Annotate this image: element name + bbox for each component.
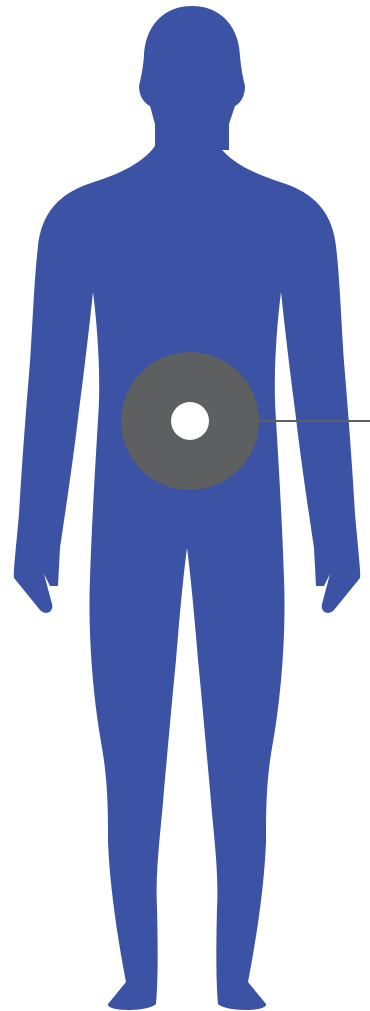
marker-center-dot [171, 402, 209, 440]
body-silhouette [14, 6, 360, 1010]
torso-legs-shape [14, 146, 360, 1010]
head-shape [139, 6, 245, 150]
